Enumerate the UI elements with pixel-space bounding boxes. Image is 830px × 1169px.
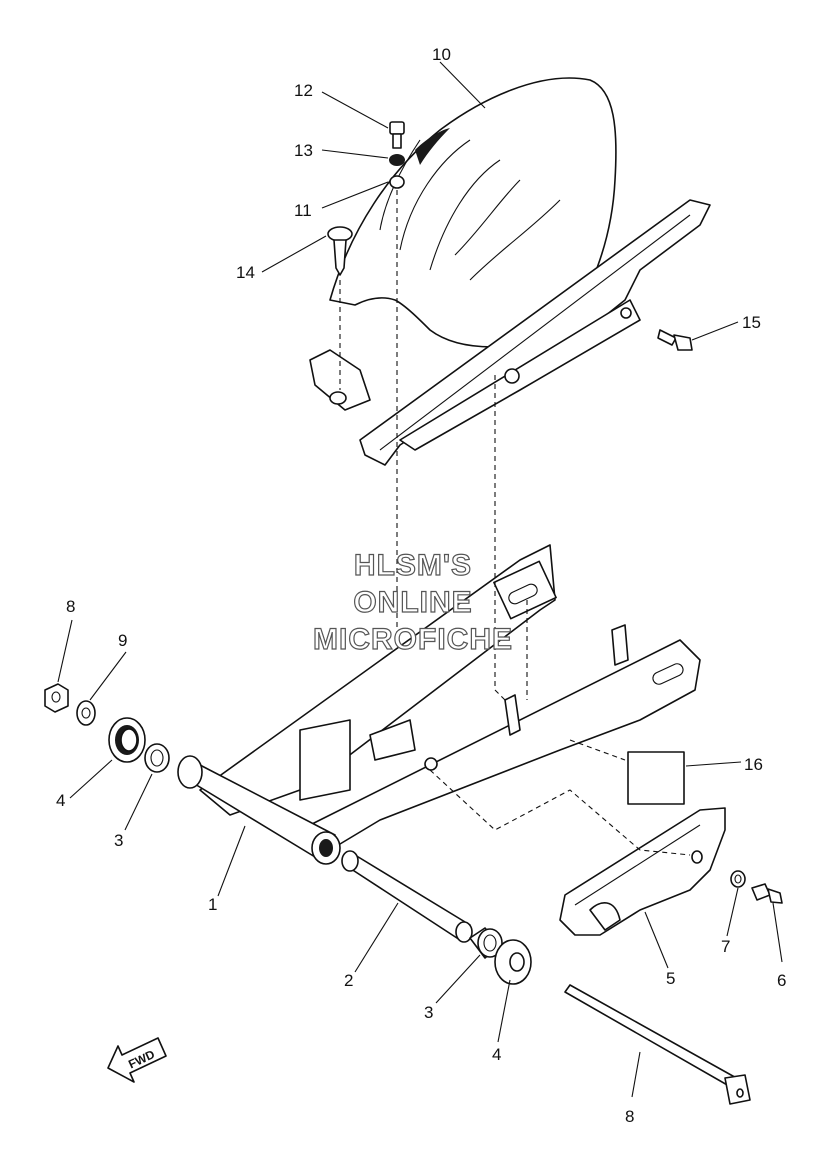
watermark-line-1: HLSM'S (354, 549, 472, 582)
needle-bearing-right (469, 927, 503, 959)
washer-7 (730, 870, 746, 888)
pivot-collar (341, 850, 473, 943)
washer-10 (76, 700, 96, 726)
chain-guard-upper (359, 199, 711, 466)
callout-10: 9 (118, 631, 127, 650)
callout-6: 6 (777, 971, 786, 990)
bolt-13 (389, 121, 405, 149)
callout-14: 13 (294, 141, 313, 160)
fwd-arrow-icon: FWD (107, 1037, 167, 1083)
nut-9 (44, 683, 69, 713)
bolt-6 (751, 883, 783, 904)
callout-8: 8 (625, 1107, 634, 1126)
callout-1: 1 (208, 895, 217, 914)
watermark: HLSM'S ONLINE MICROFICHE (312, 548, 513, 656)
oil-seal-right (494, 939, 532, 985)
callout-9: 8 (66, 597, 75, 616)
watermark-line-2: ONLINE (353, 586, 472, 619)
callout-3-right: 3 (424, 1003, 433, 1022)
washer-12 (389, 175, 405, 189)
washer-14 (389, 154, 405, 166)
callout-11: 10 (432, 45, 451, 64)
callout-5: 5 (666, 969, 675, 988)
callout-13: 12 (294, 81, 313, 100)
bolt-16 (657, 329, 693, 351)
leader-lines (57, 61, 783, 1098)
callout-3-left: 3 (114, 831, 123, 850)
callout-12: 11 (294, 201, 312, 220)
callout-7: 7 (721, 937, 730, 956)
callout-numbers: 10 12 13 11 14 15 16 8 9 4 3 1 2 3 4 5 7… (56, 45, 786, 1126)
chain-guard-lower (559, 807, 726, 936)
callout-4-right: 4 (492, 1045, 501, 1064)
rivet-clip-15 (327, 226, 353, 276)
callout-15: 14 (236, 263, 255, 282)
callout-2: 2 (344, 971, 353, 990)
callout-4-left: 4 (56, 791, 65, 810)
needle-bearing-left (144, 743, 170, 773)
decal-label (627, 751, 685, 805)
callout-16: 15 (742, 313, 761, 332)
swingarm (177, 544, 701, 865)
callout-17: 16 (744, 755, 763, 774)
pivot-shaft (564, 984, 751, 1105)
oil-seal-left (108, 717, 146, 763)
watermark-line-3: MICROFICHE (313, 623, 513, 656)
